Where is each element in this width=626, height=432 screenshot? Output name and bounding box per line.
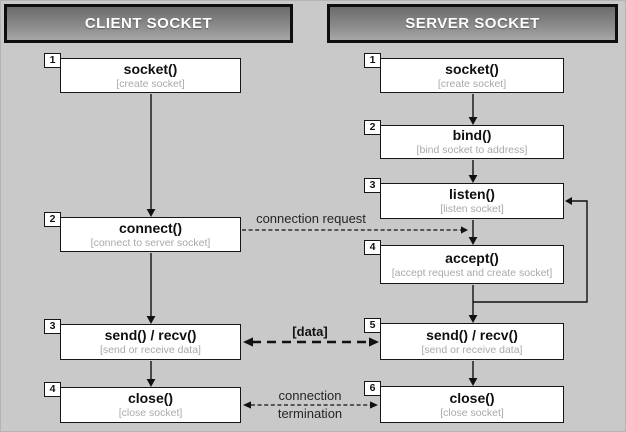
step-number-badge: 4 bbox=[44, 382, 61, 397]
step-number-badge: 4 bbox=[364, 240, 381, 255]
step-title: listen() bbox=[449, 186, 495, 202]
step-subtitle: [accept request and create socket] bbox=[391, 266, 553, 279]
step-subtitle: [listen socket] bbox=[440, 203, 504, 215]
step-number-badge: 3 bbox=[364, 178, 381, 193]
step-subtitle: [create socket] bbox=[116, 77, 185, 90]
step-title: close() bbox=[127, 390, 174, 406]
arrow-server-accept-to-send bbox=[468, 285, 478, 323]
step-title: send() / recv() bbox=[104, 327, 197, 343]
client-step-connect: 2 connect() [connect to server socket] bbox=[44, 212, 241, 252]
arrow-accept-loop-to-listen bbox=[473, 197, 588, 303]
step-number-badge: 2 bbox=[364, 120, 381, 135]
client-step-socket: 1 socket() [create socket] bbox=[44, 53, 241, 93]
arrow-server-send-to-close bbox=[468, 361, 478, 386]
server-socket-header: SERVER SOCKET bbox=[327, 4, 618, 43]
step-title: send() / recv() bbox=[426, 326, 518, 343]
step-subtitle: [connect to server socket] bbox=[90, 236, 211, 249]
step-number-badge: 2 bbox=[44, 212, 61, 227]
server-step-listen: 3 listen() [listen socket] bbox=[364, 178, 564, 219]
step-subtitle: [send or receive data] bbox=[421, 343, 523, 356]
connection-request-label: connection request bbox=[256, 211, 366, 226]
step-title: connect() bbox=[119, 219, 182, 236]
server-step-bind: 2 bind() [bind socket to address] bbox=[364, 120, 564, 159]
step-number-badge: 1 bbox=[364, 53, 381, 68]
server-step-send-recv: 5 send() / recv() [send or receive data] bbox=[364, 318, 564, 360]
step-subtitle: [send or receive data] bbox=[100, 344, 201, 356]
step-title: socket() bbox=[445, 60, 499, 77]
step-title: bind() bbox=[452, 127, 492, 143]
arrow-connection-request bbox=[242, 226, 468, 234]
arrow-server-socket-to-bind bbox=[468, 94, 478, 125]
server-step-close: 6 close() [close socket] bbox=[364, 381, 564, 423]
client-step-close: 4 close() [close socket] bbox=[44, 382, 241, 423]
step-number-badge: 6 bbox=[364, 381, 381, 396]
arrow-client-socket-to-connect bbox=[146, 94, 156, 217]
step-title: close() bbox=[449, 389, 495, 406]
step-subtitle: [close socket] bbox=[118, 407, 183, 419]
arrow-client-send-to-close bbox=[146, 361, 156, 387]
step-number-badge: 1 bbox=[44, 53, 61, 68]
server-step-socket: 1 socket() [create socket] bbox=[364, 53, 564, 93]
arrow-server-bind-to-listen bbox=[468, 160, 478, 183]
data-label: [data] bbox=[292, 324, 328, 339]
step-subtitle: [create socket] bbox=[437, 77, 507, 90]
step-number-badge: 3 bbox=[44, 319, 61, 334]
arrow-client-connect-to-send bbox=[146, 253, 156, 324]
server-step-accept: 4 accept() [accept request and create so… bbox=[364, 240, 564, 284]
step-subtitle: [close socket] bbox=[440, 406, 504, 419]
connection-termination-label-line2: termination bbox=[277, 406, 343, 421]
connection-termination-label-line1: connection bbox=[278, 388, 342, 403]
arrow-data-exchange bbox=[243, 337, 379, 347]
step-title: socket() bbox=[123, 60, 178, 77]
arrow-server-listen-to-accept bbox=[468, 220, 478, 245]
step-subtitle: [bind socket to address] bbox=[416, 144, 528, 156]
client-socket-header: CLIENT SOCKET bbox=[4, 4, 293, 43]
step-number-badge: 5 bbox=[364, 318, 381, 333]
step-title: accept() bbox=[445, 249, 499, 266]
client-step-send-recv: 3 send() / recv() [send or receive data] bbox=[44, 319, 241, 360]
arrow-connection-termination bbox=[243, 401, 378, 409]
